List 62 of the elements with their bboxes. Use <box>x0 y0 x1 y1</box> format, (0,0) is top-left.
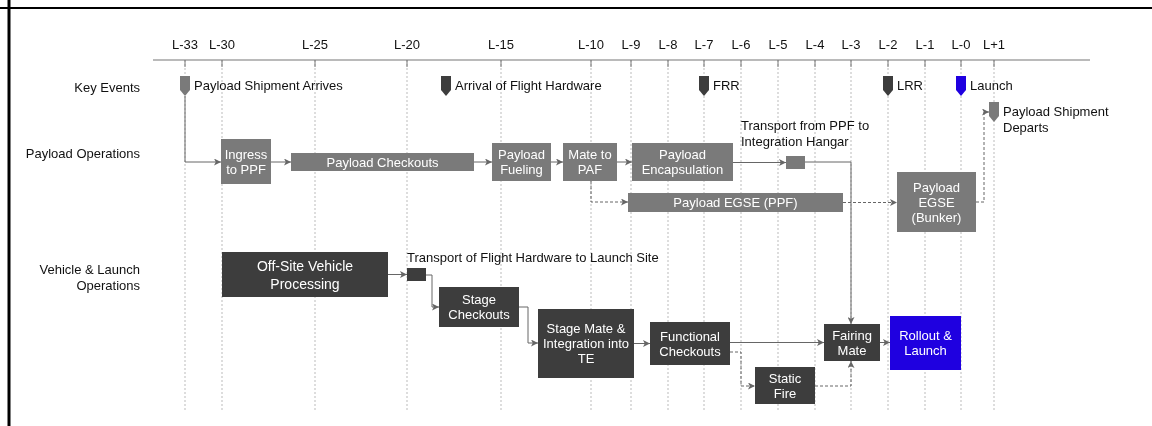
arrow <box>184 95 222 166</box>
process-box: Payload EGSE (Bunker) <box>897 172 976 232</box>
tick-label: L-20 <box>393 37 421 53</box>
tick-label: L-2 <box>877 37 899 53</box>
arrow <box>590 180 629 206</box>
event-label: FRR <box>713 78 741 94</box>
arrow <box>729 339 825 346</box>
arrow <box>270 158 292 166</box>
arrow <box>550 158 564 166</box>
row-label: Payload Operations <box>24 146 140 162</box>
arrow <box>518 306 539 347</box>
tick-label: L-10 <box>577 37 605 53</box>
arrow <box>879 339 891 346</box>
arrow <box>473 158 493 166</box>
tick-label: L-7 <box>693 37 715 53</box>
tick-label: L-8 <box>657 37 679 53</box>
tick-label: L-6 <box>730 37 752 53</box>
transport-box <box>786 156 805 169</box>
tick-label: L-9 <box>620 37 642 53</box>
arrow <box>804 161 855 325</box>
process-box: Functional Checkouts <box>650 322 730 365</box>
tick-label: L-25 <box>301 37 329 53</box>
process-box: Rollout & Launch <box>890 316 961 370</box>
event-label: Launch <box>970 78 1014 94</box>
transport-box <box>407 268 426 281</box>
tick-label: L-33 <box>171 37 199 53</box>
tick-label: L-5 <box>767 37 789 53</box>
tick-label: L-3 <box>840 37 862 53</box>
arrow <box>842 199 898 206</box>
tick-label: L-1 <box>914 37 936 53</box>
process-box: Payload Fueling <box>492 143 551 181</box>
tick-label: L-30 <box>208 37 236 53</box>
tick-label: L-4 <box>804 37 826 53</box>
arrow <box>387 271 408 278</box>
arrow <box>729 351 756 390</box>
arrow <box>975 108 990 203</box>
event-label: Payload Shipment Arrives <box>194 78 344 94</box>
process-box: Payload Encapsulation <box>632 143 733 181</box>
arrow <box>633 340 651 347</box>
row-label: Key Events <box>73 80 140 96</box>
arrow <box>616 158 633 166</box>
tick-label: L+1 <box>981 37 1007 53</box>
arrow <box>814 360 855 387</box>
caption-label: Transport of Flight Hardware to Launch Site <box>407 250 660 266</box>
arrow <box>425 274 440 311</box>
caption-label: Transport from PPF to Integration Hangar <box>741 118 871 150</box>
process-box: Stage Mate & Integration into TE <box>538 309 634 378</box>
process-box: Off-Site Vehicle Processing <box>222 252 388 297</box>
process-box: Stage Checkouts <box>439 287 519 327</box>
process-box: Payload EGSE (PPF) <box>628 193 843 212</box>
event-label: Payload Shipment Departs <box>1003 104 1110 136</box>
process-box: Payload Checkouts <box>291 153 474 171</box>
event-label: LRR <box>897 78 924 94</box>
tick-label: L-0 <box>950 37 972 53</box>
process-box: Ingress to PPF <box>221 139 271 184</box>
process-box: Static Fire <box>755 367 815 404</box>
row-label: Vehicle & Launch Operations <box>38 262 140 294</box>
process-box: Mate to PAF <box>563 143 617 181</box>
process-box: Fairing Mate <box>824 324 880 361</box>
tick-label: L-15 <box>487 37 515 53</box>
arrow <box>732 159 787 166</box>
event-label: Arrival of Flight Hardware <box>455 78 603 94</box>
